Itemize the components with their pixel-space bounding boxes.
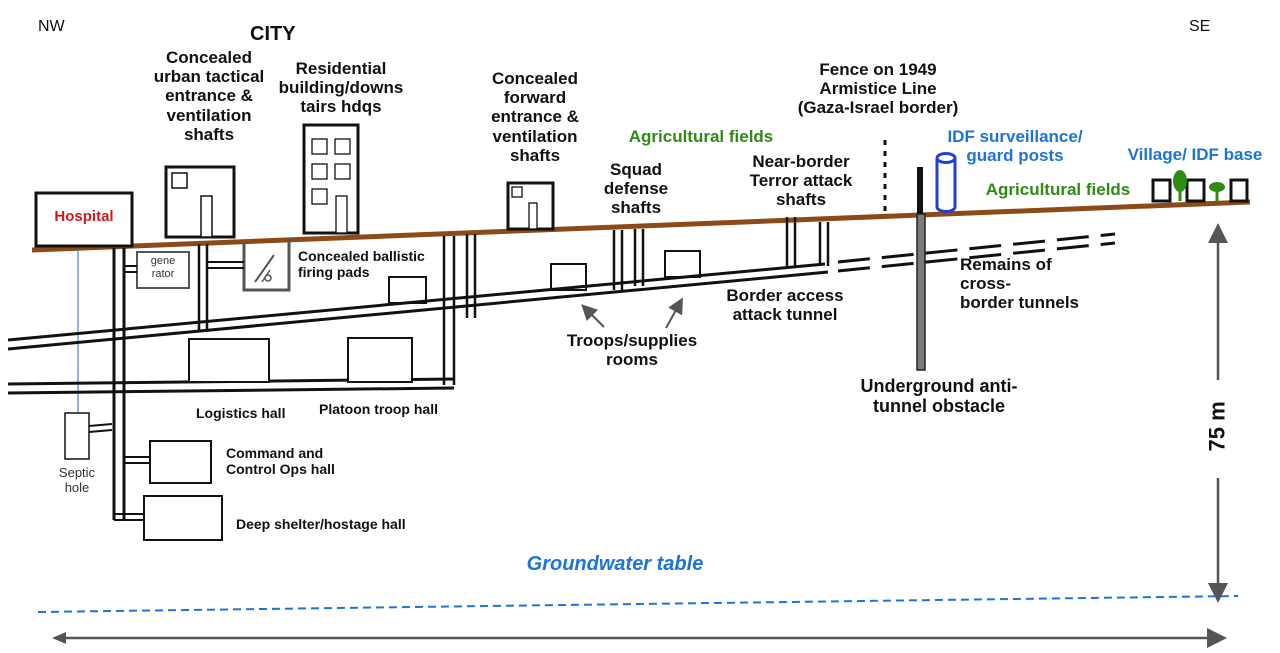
septic-hole xyxy=(64,412,90,460)
village-idf-base-label: Village/ IDF base xyxy=(1127,145,1263,164)
village-house xyxy=(1151,178,1172,203)
command-control-label: Command and Control Ops hall xyxy=(226,445,335,478)
forward-shaft-door xyxy=(528,202,538,230)
squad-defense-label: Squad defense shafts xyxy=(603,160,669,218)
troops-room xyxy=(664,250,701,278)
septic-hole-label: Septic hole xyxy=(58,465,96,495)
cross-border-tunnel-remains-bottom xyxy=(837,241,1116,273)
agricultural-fields-label-2: Agricultural fields xyxy=(985,180,1131,199)
anti-tunnel-obstacle-label: Underground anti- tunnel obstacle xyxy=(860,376,1018,417)
cross-border-tunnel-remains-top xyxy=(837,232,1116,264)
logistics-hall-label: Logistics hall xyxy=(196,405,286,421)
village-house xyxy=(1229,178,1249,203)
residential-window xyxy=(334,138,351,155)
urban-shaft-window xyxy=(171,172,188,189)
troops-arrow-left xyxy=(581,304,605,328)
deep-shelter-hall xyxy=(143,495,223,541)
hospital-label: Hospital xyxy=(54,208,114,225)
ballistic-firing-pad xyxy=(242,238,291,292)
border-access-tunnel-bottom xyxy=(7,270,829,351)
village-house xyxy=(1185,178,1206,203)
hospital-building xyxy=(34,191,134,248)
agricultural-fields-label-1: Agricultural fields xyxy=(628,127,774,146)
platoon-troop-hall-label: Platoon troop hall xyxy=(319,401,438,417)
septic-connector-bottom xyxy=(88,429,113,433)
troops-arrow-right xyxy=(665,297,683,329)
residential-door xyxy=(335,195,348,234)
forward-shaft-window xyxy=(511,186,523,198)
platoon-troop-hall xyxy=(347,337,413,383)
residential-label: Residential building/downs tairs hdqs xyxy=(278,59,404,117)
deep-shelter-label: Deep shelter/hostage hall xyxy=(236,516,406,532)
urban-shafts-label: Concealed urban tactical entrance & vent… xyxy=(153,48,265,144)
rocket-launcher-icon xyxy=(254,254,275,283)
residential-window xyxy=(311,188,328,205)
anti-tunnel-obstacle-underground xyxy=(916,213,926,371)
septic-connector-top xyxy=(88,423,113,427)
generator-box xyxy=(136,251,190,289)
lower-tunnel-bottom xyxy=(7,386,455,395)
tree-icon xyxy=(1209,182,1225,201)
idf-guard-post-icon xyxy=(935,152,957,213)
ground-surface-line xyxy=(31,199,1251,253)
command-control-hall xyxy=(149,440,212,484)
anti-tunnel-obstacle-above xyxy=(917,167,923,214)
direction-se-label: SE xyxy=(1189,18,1211,35)
city-title: CITY xyxy=(250,23,296,45)
residential-window xyxy=(311,138,328,155)
ballistic-storage-room xyxy=(388,276,427,304)
groundwater-table-label: Groundwater table xyxy=(526,553,704,575)
residential-window xyxy=(334,163,351,180)
rocket-launcher-icon xyxy=(264,274,272,282)
residential-window xyxy=(311,163,328,180)
groundwater-table-line xyxy=(37,595,1239,613)
logistics-hall xyxy=(188,338,270,383)
border-access-tunnel-top xyxy=(7,262,826,342)
idf-surveillance-label: IDF surveillance/ guard posts xyxy=(947,127,1083,166)
fence-1949-label: Fence on 1949 Armistice Line (Gaza-Israe… xyxy=(797,60,959,118)
cross-border-remains-label: Remains of cross- border tunnels xyxy=(960,255,1080,313)
urban-shaft-door xyxy=(200,195,213,238)
border-access-tunnel-label: Border access attack tunnel xyxy=(726,286,844,325)
tree-icon xyxy=(1173,170,1187,201)
ballistic-firing-pads-label: Concealed ballistic firing pads xyxy=(298,248,425,281)
depth-75m-label: 75 m xyxy=(1204,401,1230,452)
generator-label: gene rator xyxy=(150,255,176,280)
horizontal-extent-arrow-left-head xyxy=(52,632,66,644)
forward-shafts-label: Concealed forward entrance & ventilation… xyxy=(491,69,579,165)
troops-supplies-label: Troops/supplies rooms xyxy=(566,331,698,370)
near-border-label: Near-border Terror attack shafts xyxy=(749,152,853,210)
direction-nw-label: NW xyxy=(38,18,65,35)
